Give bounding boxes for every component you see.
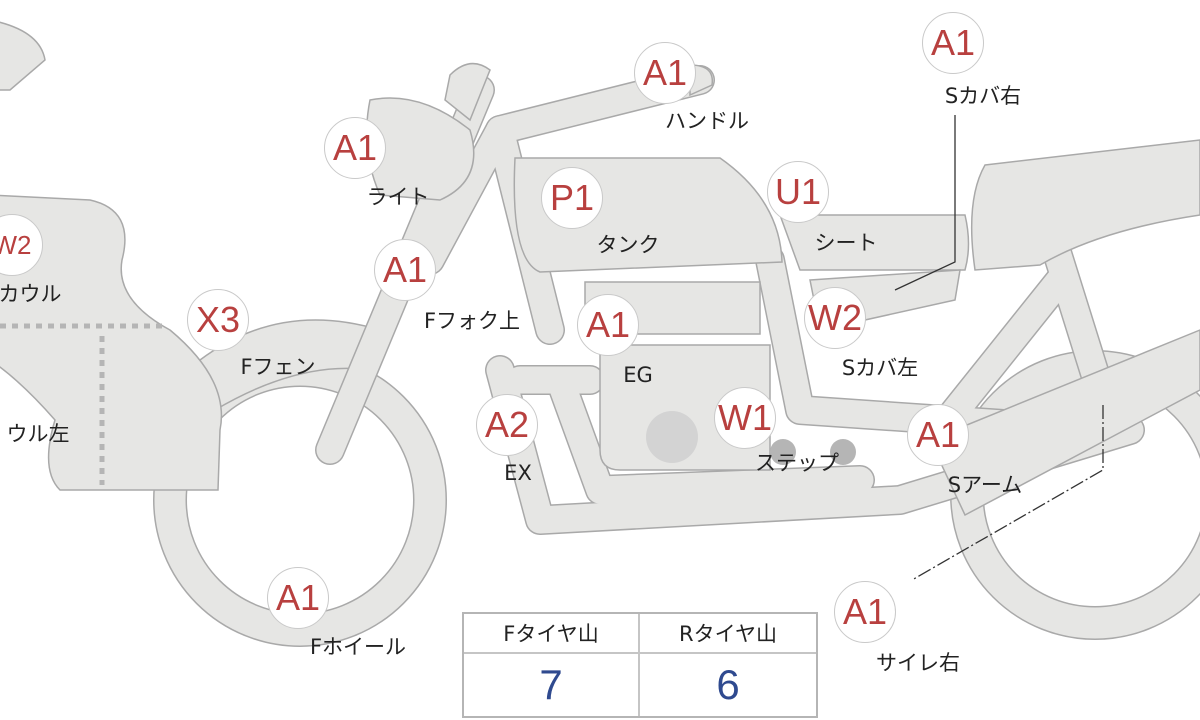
condition-badge: A1 bbox=[834, 581, 896, 643]
condition-badge: A1 bbox=[577, 294, 639, 356]
leader-line-s-cover-right bbox=[894, 115, 956, 291]
part-label-exhaust: EX bbox=[504, 461, 532, 485]
condition-badge: U1 bbox=[767, 161, 829, 223]
part-label-silencer-right: サイレ右 bbox=[876, 651, 960, 675]
part-label-side-cover-right: Sカバ右 bbox=[944, 84, 1022, 108]
part-label-front-wheel: Fホイール bbox=[309, 635, 407, 659]
part-label-step: ステップ bbox=[755, 451, 839, 475]
seat bbox=[778, 214, 970, 271]
part-label-handle: ハンドル bbox=[665, 109, 749, 133]
silencer bbox=[928, 329, 1200, 517]
front-cowl bbox=[0, 194, 223, 491]
part-label-side-cover-left: Sカバ左 bbox=[841, 356, 919, 380]
condition-badge: A1 bbox=[267, 567, 329, 629]
front-tire-header: Fタイヤ山 bbox=[464, 614, 640, 654]
condition-badge: W1 bbox=[714, 387, 776, 449]
rear-cowl bbox=[970, 139, 1200, 271]
condition-badge: W2 bbox=[804, 287, 866, 349]
condition-badge: A1 bbox=[324, 117, 386, 179]
tire-tread-table: Fタイヤ山 Rタイヤ山 7 6 bbox=[462, 612, 818, 718]
condition-badge: A1 bbox=[922, 12, 984, 74]
part-label-light: ライト bbox=[366, 185, 430, 209]
rear-tire-value: 6 bbox=[716, 661, 740, 708]
condition-badge: A1 bbox=[634, 42, 696, 104]
part-label-cowl-left: ウル左 bbox=[6, 422, 70, 446]
part-label-engine: EG bbox=[623, 363, 653, 387]
part-label-seat: シート bbox=[814, 231, 878, 255]
condition-badge: P1 bbox=[541, 167, 603, 229]
rear-tire-header: Rタイヤ山 bbox=[640, 614, 816, 654]
condition-badge: A1 bbox=[907, 404, 969, 466]
condition-badge: X3 bbox=[187, 289, 249, 351]
part-label-tank: タンク bbox=[596, 233, 660, 257]
part-label-front-fork: Fフォク上 bbox=[423, 309, 521, 333]
front-tire-value: 7 bbox=[464, 654, 640, 716]
part-label-front-fender: Fフェン bbox=[240, 355, 316, 379]
part-label-cowl: カウル bbox=[0, 282, 62, 306]
part-label-swing-arm: Sアーム bbox=[947, 473, 1023, 497]
condition-badge: A1 bbox=[374, 239, 436, 301]
condition-badge: A2 bbox=[476, 394, 538, 456]
leader-line-muffler bbox=[911, 405, 1104, 581]
